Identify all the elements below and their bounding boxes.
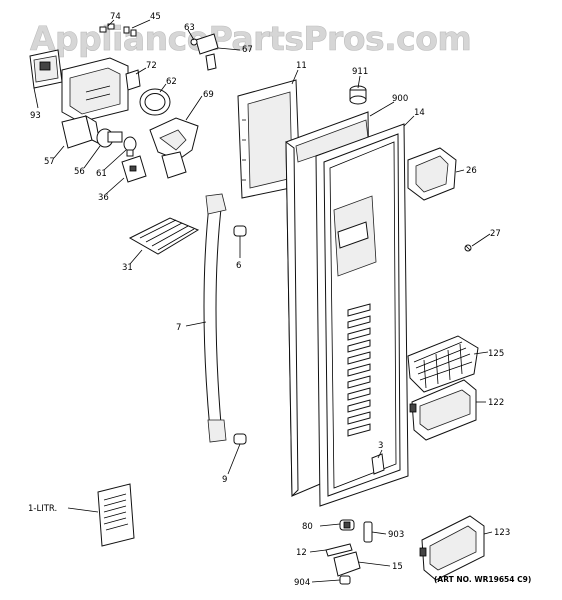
label-61: 61 bbox=[96, 169, 107, 179]
label-9: 9 bbox=[222, 475, 227, 485]
handle-mount-6 bbox=[233, 225, 247, 237]
clip-45 bbox=[123, 26, 137, 37]
screw-27 bbox=[464, 244, 472, 252]
label-74: 74 bbox=[110, 12, 121, 22]
cap-904 bbox=[339, 575, 351, 585]
hinge-15 bbox=[333, 551, 361, 577]
label-63: 63 bbox=[184, 23, 195, 33]
handle-mount-9 bbox=[233, 433, 247, 445]
label-80: 80 bbox=[302, 522, 313, 532]
chute-69 bbox=[149, 117, 199, 179]
clip-74 bbox=[99, 23, 115, 33]
label-67: 67 bbox=[242, 45, 253, 55]
label-15: 15 bbox=[392, 562, 403, 572]
label-904: 904 bbox=[294, 578, 310, 588]
door-bin-stack bbox=[347, 303, 371, 437]
watermark-text: AppliancePartsPros.com bbox=[30, 19, 471, 58]
door-handle-7 bbox=[203, 193, 227, 443]
label-7: 7 bbox=[176, 323, 181, 333]
ring-62 bbox=[139, 88, 171, 116]
label-26: 26 bbox=[466, 166, 477, 176]
label-27: 27 bbox=[490, 229, 501, 239]
label-900: 900 bbox=[392, 94, 408, 104]
dispenser-cover-11 bbox=[237, 79, 301, 199]
label-62: 62 bbox=[166, 77, 177, 87]
door-bin-123 bbox=[419, 515, 485, 581]
label-56: 56 bbox=[74, 167, 85, 177]
bin-cover-26 bbox=[407, 147, 457, 201]
door-gasket-14 bbox=[315, 123, 409, 507]
label-69: 69 bbox=[203, 90, 214, 100]
art-number: (ART NO. WR19654 C9) bbox=[434, 575, 531, 584]
label-72: 72 bbox=[146, 61, 157, 71]
wire-basket-125 bbox=[407, 335, 479, 393]
label-45: 45 bbox=[150, 12, 161, 22]
label-125: 125 bbox=[488, 349, 504, 359]
switch-72 bbox=[125, 69, 141, 91]
hinge-pin-3 bbox=[371, 453, 385, 475]
switch-36 bbox=[121, 155, 147, 183]
bulb-61 bbox=[123, 136, 137, 157]
bracket-12 bbox=[325, 543, 353, 557]
solenoid-57 bbox=[61, 114, 101, 149]
door-bin-122 bbox=[409, 379, 477, 441]
bushing-911 bbox=[349, 85, 367, 105]
label-123: 123 bbox=[494, 528, 510, 538]
label-36: 36 bbox=[98, 193, 109, 203]
door-dispenser-recess bbox=[333, 195, 377, 277]
pin-903 bbox=[363, 521, 373, 543]
label-903: 903 bbox=[388, 530, 404, 540]
label-1-litr: 1-LITR. bbox=[28, 504, 57, 514]
motor-56 bbox=[96, 128, 123, 148]
label-31: 31 bbox=[122, 263, 133, 273]
leader-lines bbox=[33, 19, 493, 583]
shelf-31 bbox=[128, 217, 200, 255]
label-122: 122 bbox=[488, 398, 504, 408]
dispenser-control-board-93 bbox=[29, 49, 63, 89]
label-6: 6 bbox=[236, 261, 241, 271]
label-93: 93 bbox=[30, 111, 41, 121]
label-911: 911 bbox=[352, 67, 368, 77]
bushing-80 bbox=[339, 519, 355, 531]
label-57: 57 bbox=[44, 157, 55, 167]
label-12: 12 bbox=[296, 548, 307, 558]
literature-booklet bbox=[97, 483, 135, 547]
label-11: 11 bbox=[296, 61, 307, 71]
dispenser-housing bbox=[61, 57, 129, 123]
label-3: 3 bbox=[378, 441, 383, 451]
label-14: 14 bbox=[414, 108, 425, 118]
